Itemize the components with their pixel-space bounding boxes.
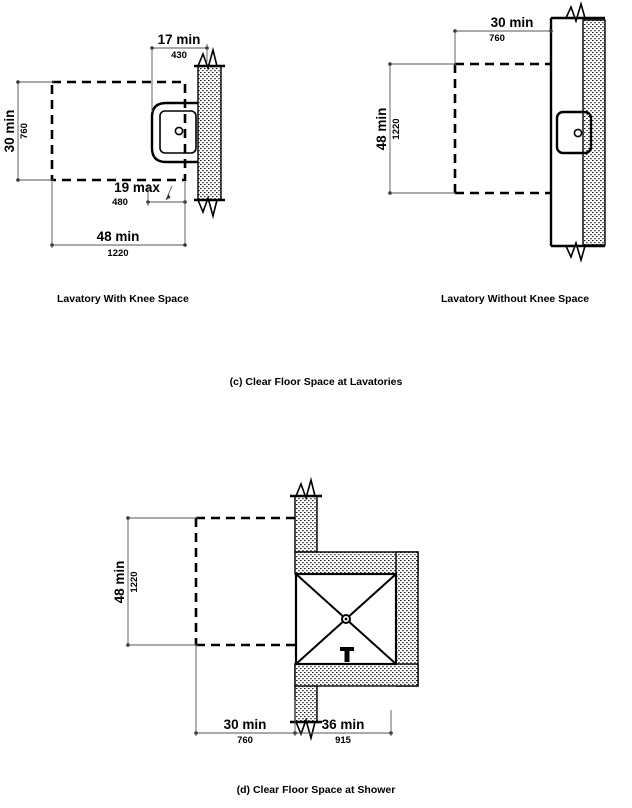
clear-floor-space-outline-shower (194, 516, 296, 647)
group-caption-d: (d) Clear Floor Space at Shower (237, 784, 396, 796)
shower-drain-center (344, 617, 348, 621)
dim-tick-48-end (183, 243, 187, 247)
lavatory-drain-right (573, 128, 583, 138)
shower-control-stem (344, 650, 350, 662)
dimension-label-48-min-shower: 48 min (112, 561, 127, 604)
dimension-label-30-min-right: 30 min (491, 15, 534, 30)
dimension-label-48-min: 48 min (97, 229, 140, 244)
dimension-30-min-right: 30 min 760 (453, 15, 553, 66)
shower-wall-upper (290, 476, 322, 553)
wall-break-zigzag-top-right (565, 1, 586, 24)
dimension-label-760-right: 760 (489, 33, 505, 44)
figure-clear-floor-space-at-shower: 48 min 1220 30 min 760 36 min 915 (112, 476, 419, 746)
dimension-30-min-left: 30 min 760 (2, 80, 54, 182)
wall-break-zigzag-bottom-right (565, 240, 586, 263)
dimension-label-17-min: 17 min (158, 32, 201, 47)
clear-floor-space-outline-left (50, 80, 187, 182)
dimension-label-1220-shower: 1220 (129, 571, 140, 592)
dimension-label-760-shower: 760 (237, 735, 253, 746)
dimension-chain-shower-bottom: 30 min 760 36 min 915 (194, 645, 393, 746)
dimension-19-max-left: 19 max 480 (112, 180, 187, 246)
dim-arrowhead-19 (166, 194, 171, 200)
wall-break-zigzag-shower-top (295, 476, 316, 501)
figure-caption-lavatory-with-knee-space: Lavatory With Knee Space (57, 293, 189, 305)
wall-hatch-right (582, 19, 606, 246)
dimension-label-430: 430 (171, 50, 187, 61)
dimension-label-36-min-shower: 36 min (322, 717, 365, 732)
dimension-48-min-shower: 48 min 1220 (112, 516, 198, 647)
dimension-label-480: 480 (112, 197, 128, 208)
shower-stall-interior (294, 572, 398, 666)
shower-control-head (340, 647, 354, 651)
figure-caption-lavatory-without-knee-space: Lavatory Without Knee Space (441, 293, 589, 305)
dimension-label-760: 760 (19, 123, 30, 139)
lavatory-basin-right (555, 110, 593, 155)
lavatory-drain-left (174, 126, 184, 136)
figure-lavatory-without-knee-space: 30 min 760 48 min 1220 Lavatory Without … (374, 1, 606, 305)
dimension-label-30-min-shower: 30 min (224, 717, 267, 732)
dimension-label-19-max: 19 max (114, 180, 160, 195)
dimension-label-1220-right: 1220 (391, 118, 402, 139)
dimension-17-min-left: 17 min 430 (150, 32, 209, 112)
lavatory-fixture-with-knee-space (150, 101, 198, 164)
figure-lavatory-with-knee-space: 17 min 430 30 min 760 (2, 32, 225, 305)
dimension-label-30-min: 30 min (2, 110, 17, 153)
lavatory-outer-shell-left (150, 101, 198, 164)
group-caption-c: (c) Clear Floor Space at Lavatories (230, 376, 403, 388)
dimension-48-min-left: 48 min 1220 (50, 182, 187, 259)
wall-assembly-left (194, 46, 225, 220)
dimension-48-min-right: 48 min 1220 (374, 62, 455, 195)
wall-assembly-right (582, 19, 606, 246)
wall-hatch-left (197, 65, 222, 201)
dimension-label-1220: 1220 (107, 248, 128, 259)
clear-floor-space-outline-right (453, 62, 551, 195)
dimension-label-48-min-right: 48 min (374, 108, 389, 151)
dim-tick-30r-end (549, 29, 553, 33)
dimension-label-915-shower: 915 (335, 735, 352, 746)
counter-outline-right (549, 1, 605, 263)
lavatory-fixture-without-knee-space (555, 110, 593, 155)
lavatory-basin-left (159, 110, 197, 154)
wall-break-zigzag-bottom-left (197, 195, 218, 220)
wall-hatch-shower-upper (294, 495, 318, 553)
wall-break-zigzag-top-left (197, 46, 218, 71)
wall-hatch-shower-bottom-band (294, 663, 419, 687)
